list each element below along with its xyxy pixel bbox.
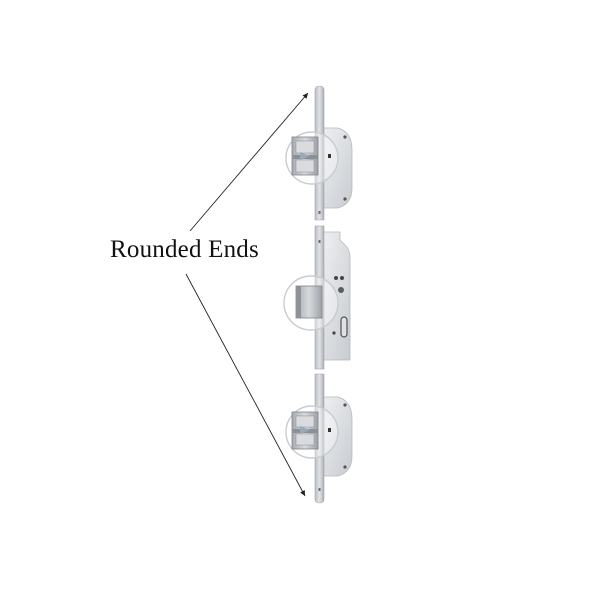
bottom-hook-bolt-unit [285, 373, 353, 504]
arrow-to-bottom-end [185, 273, 306, 497]
top-rounded-end [314, 85, 325, 221]
arrow-to-top-end [189, 92, 309, 232]
rounded-ends-label: Rounded Ends [110, 236, 259, 263]
top-hook-bolt-unit [285, 85, 353, 221]
center-gearbox [283, 225, 351, 370]
